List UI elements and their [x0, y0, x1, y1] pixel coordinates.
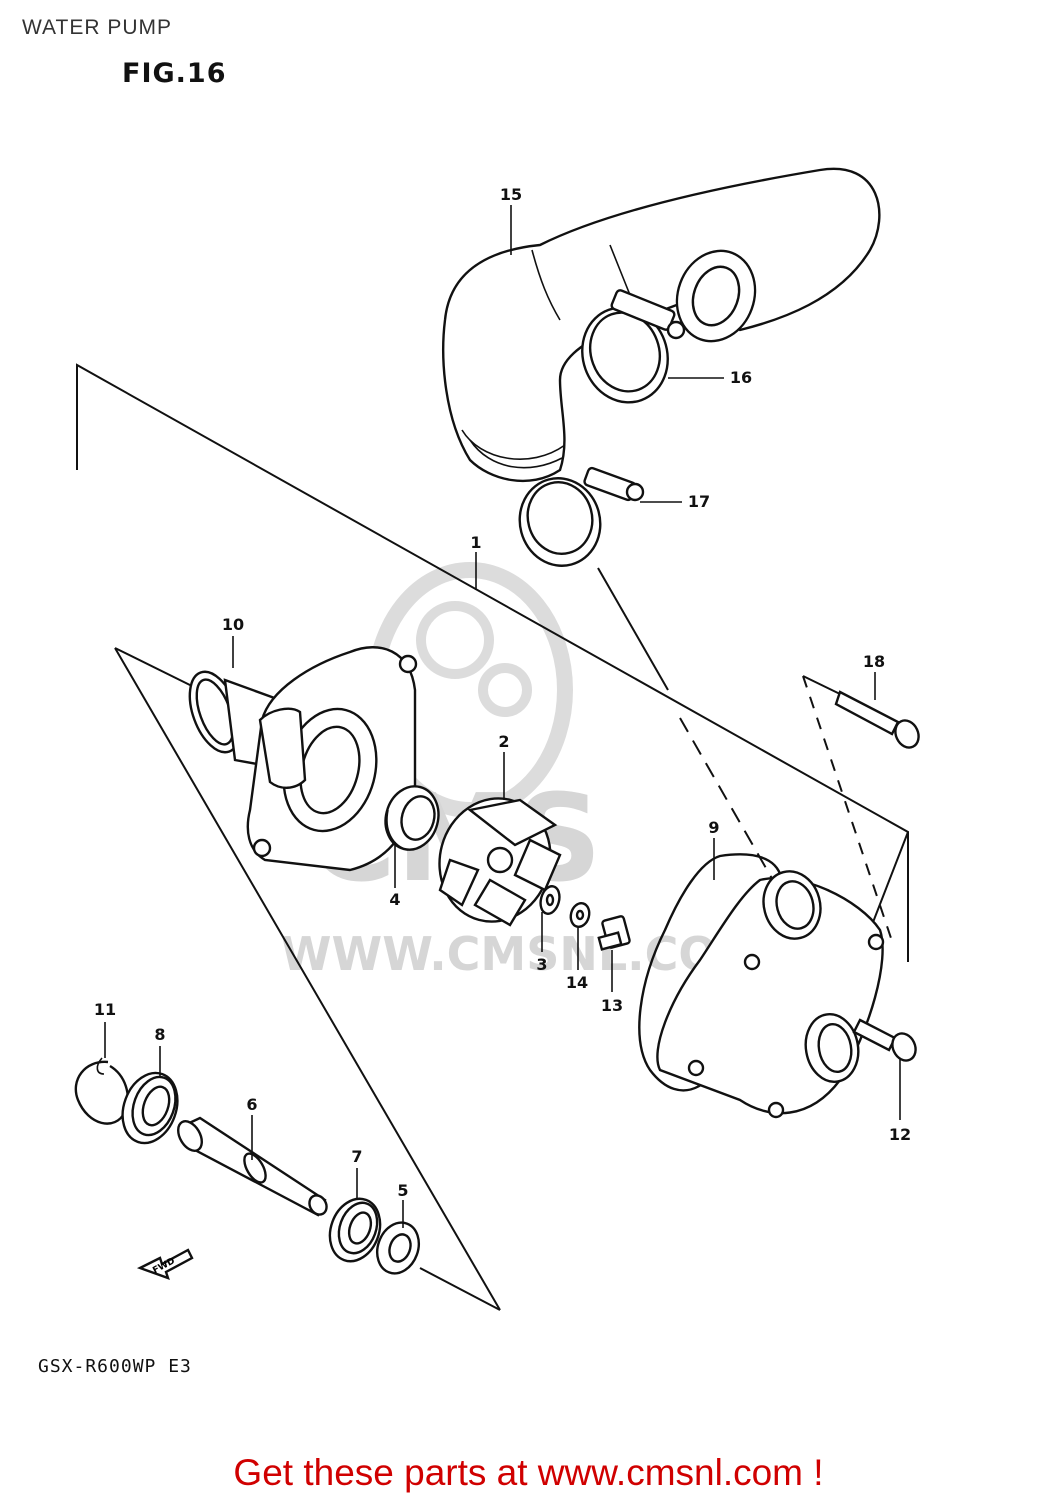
- impeller-part-2: [438, 797, 562, 927]
- callout-5: 5: [397, 1181, 408, 1200]
- watermark-url: WWW.CMSNL.COM: [281, 927, 764, 981]
- callout-1: 1: [470, 533, 481, 552]
- washer-part-3: [539, 885, 561, 915]
- circlip-part-11: [74, 1057, 129, 1125]
- shaft-part-6: [177, 1116, 328, 1217]
- callout-12: 12: [889, 1125, 911, 1144]
- pump-body: [246, 646, 418, 872]
- model-code: GSX-R600WP E3: [38, 1356, 192, 1377]
- clamp-part-16: [581, 289, 686, 404]
- callout-11: 11: [94, 1000, 116, 1019]
- callout-13: 13: [601, 996, 623, 1015]
- bearing-part-8: [121, 1071, 179, 1145]
- callout-7: 7: [351, 1147, 362, 1166]
- page-title: WATER PUMP: [22, 16, 172, 39]
- callout-14: 14: [566, 973, 588, 992]
- callout-15: 15: [500, 185, 522, 204]
- callout-4: 4: [389, 890, 400, 909]
- forward-arrow-icon: FWD: [136, 1248, 194, 1280]
- bearing-part-7: [328, 1197, 382, 1263]
- callout-labels: 15 16 17 1 10 18 2 9 4 3 14 13 11 8 6 12…: [94, 185, 911, 1200]
- clamp-part-17: [518, 466, 645, 567]
- callout-2: 2: [498, 732, 509, 751]
- callout-18: 18: [863, 652, 885, 671]
- hose-part-15: [442, 167, 881, 483]
- promo-link[interactable]: Get these parts at www.cmsnl.com !: [233, 1452, 824, 1493]
- screw-part-18: [834, 690, 920, 749]
- oil-seal-part-5: [376, 1221, 420, 1275]
- seal-part-4: [384, 785, 440, 851]
- figure-label: FIG.16: [122, 58, 227, 89]
- washer-part-14: [569, 901, 591, 929]
- screw-part-12: [852, 1018, 917, 1062]
- callout-6: 6: [246, 1095, 257, 1114]
- callout-9: 9: [708, 818, 719, 837]
- callout-10: 10: [222, 615, 244, 634]
- pump-cover: [656, 870, 885, 1119]
- bolt-part-13: [597, 915, 631, 951]
- leader-lines: [104, 205, 901, 1228]
- callout-8: 8: [154, 1025, 165, 1044]
- callout-16: 16: [730, 368, 752, 387]
- callout-17: 17: [688, 492, 710, 511]
- callout-3: 3: [536, 955, 547, 974]
